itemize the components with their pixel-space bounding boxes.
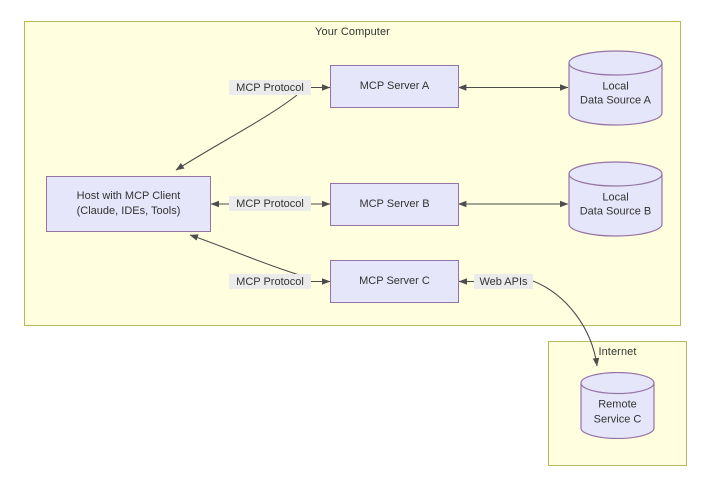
node-mcp-server-a[interactable]: MCP Server A <box>330 65 459 108</box>
remote-service-c-line-2: Service C <box>593 413 642 426</box>
edge-label-mcp-protocol-b: MCP Protocol <box>229 196 311 211</box>
cylinder-shape-a <box>568 50 663 126</box>
remote-service-c-line-1: Remote <box>598 398 637 411</box>
node-host-with-mcp-client[interactable]: Host with MCP Client (Claude, IDEs, Tool… <box>46 176 211 232</box>
local-data-source-b-line-2: Data Source B <box>579 206 652 219</box>
cylinder-shape-c <box>580 371 655 440</box>
node-local-data-source-b[interactable]: Local Data Source B <box>568 161 663 237</box>
container-internet-title: Internet <box>598 346 637 358</box>
local-data-source-a-line-2: Data Source A <box>580 95 651 108</box>
edge-label-mcp-protocol-a: MCP Protocol <box>229 80 311 95</box>
node-remote-service-c[interactable]: Remote Service C <box>580 371 655 440</box>
mcp-server-b-label: MCP Server B <box>359 198 430 211</box>
cylinder-shape-b <box>568 161 663 237</box>
host-line-2: (Claude, IDEs, Tools) <box>76 205 181 217</box>
edge-label-web-apis: Web APIs <box>474 274 533 289</box>
container-your-computer-title: Your Computer <box>315 26 390 38</box>
edge-label-mcp-protocol-c: MCP Protocol <box>229 274 311 289</box>
node-mcp-server-c[interactable]: MCP Server C <box>330 260 459 303</box>
mcp-server-a-label: MCP Server A <box>359 80 430 93</box>
node-local-data-source-a[interactable]: Local Data Source A <box>568 50 663 126</box>
local-data-source-a-line-1: Local <box>602 80 629 93</box>
local-data-source-b-line-1: Local <box>602 191 629 204</box>
mcp-server-c-label: MCP Server C <box>359 275 430 288</box>
host-line-1: Host with MCP Client <box>76 190 181 203</box>
node-mcp-server-b[interactable]: MCP Server B <box>330 183 459 226</box>
